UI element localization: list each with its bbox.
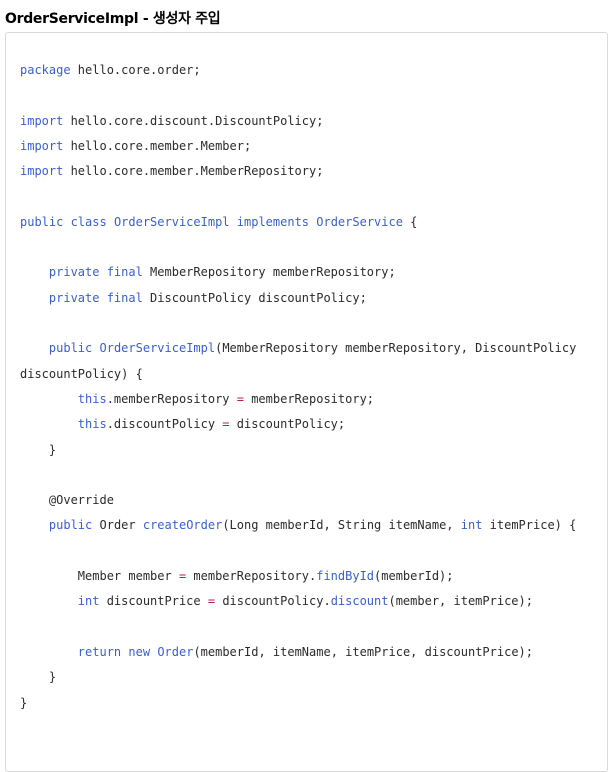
code-line: } (20, 695, 27, 711)
code-token: this (77, 417, 107, 432)
code-token: createOrder (142, 518, 223, 533)
code-token: (member, itemPrice); (388, 594, 533, 609)
code-token: discountPolicy) { (20, 366, 143, 381)
code-token: DiscountPolicy discountPolicy; (142, 290, 367, 305)
code-token: hello.core.member.Member; (63, 138, 252, 153)
code-line: public class OrderServiceImpl implements… (20, 214, 417, 230)
code-token (20, 594, 78, 608)
code-token: discountPolicy. (215, 594, 331, 609)
code-token: implements (236, 214, 310, 229)
code-token: memberRepository; (243, 391, 375, 406)
code-token: private final (48, 290, 143, 305)
code-token: memberRepository. (186, 569, 317, 583)
code-token (20, 341, 49, 355)
code-token: = (178, 569, 187, 583)
code-line: int discountPrice = discountPolicy.disco… (20, 593, 533, 609)
code-token: hello.core.discount.DiscountPolicy; (63, 113, 324, 128)
code-line: private final MemberRepository memberRep… (20, 264, 396, 280)
code-token: return (77, 644, 122, 659)
code-token: itemPrice) { (482, 518, 577, 533)
code-token: } (20, 442, 57, 457)
code-token: int (77, 594, 100, 609)
code-token: .memberRepository (106, 391, 237, 406)
code-token: findById (316, 569, 375, 583)
code-token: discount (330, 594, 389, 609)
code-token: (Long memberId, String itemName, (222, 518, 461, 533)
code-token: Member member (20, 569, 179, 583)
code-line: this.memberRepository = memberRepository… (20, 391, 374, 407)
code-token (20, 265, 49, 279)
code-token: (MemberRepository memberRepository, Disc… (215, 341, 577, 356)
code-line: discountPolicy) { (20, 366, 143, 382)
code-token: import (20, 113, 64, 128)
code-block (5, 32, 608, 772)
code-token: } (20, 670, 57, 685)
code-line: Member member = memberRepository.findByI… (20, 568, 454, 584)
code-token: OrderServiceImpl (99, 341, 216, 356)
code-token: public (48, 518, 93, 533)
code-token (20, 392, 78, 406)
code-token: @Override (20, 493, 114, 508)
code-token: (memberId); (374, 569, 454, 583)
code-token (230, 215, 237, 229)
code-token (107, 215, 114, 229)
code-line: private final DiscountPolicy discountPol… (20, 290, 367, 306)
section-heading: OrderServiceImpl - 생성자 주입 (5, 11, 221, 27)
code-token: = (236, 391, 244, 406)
code-line: } (20, 669, 56, 685)
code-token: = (207, 594, 216, 609)
code-token: .discountPolicy (106, 417, 223, 432)
code-line: return new Order(memberId, itemName, ite… (20, 644, 533, 660)
code-line: package hello.core.order; (20, 62, 201, 78)
code-token: discountPrice (99, 594, 208, 609)
code-token: = (222, 417, 230, 432)
code-line: import hello.core.member.Member; (20, 138, 251, 154)
code-line: import hello.core.discount.DiscountPolic… (20, 113, 323, 129)
code-token: private final (48, 265, 143, 280)
code-token: public class (20, 214, 107, 229)
code-token: { (402, 214, 418, 229)
code-token: (memberId, itemName, itemPrice, discount… (193, 644, 533, 659)
code-token: MemberRepository memberRepository; (142, 265, 396, 280)
code-token: package (20, 63, 71, 77)
code-line: public OrderServiceImpl(MemberRepository… (20, 340, 576, 356)
code-token: hello.core.order; (70, 63, 201, 77)
code-token (20, 417, 78, 431)
code-line: this.discountPolicy = discountPolicy; (20, 416, 345, 432)
code-line: public Order createOrder(Long memberId, … (20, 517, 576, 533)
code-token: hello.core.member.MemberRepository; (63, 164, 324, 179)
code-token: new (128, 644, 151, 659)
code-token: Order (157, 644, 194, 659)
code-line: } (20, 442, 56, 458)
code-token (20, 518, 49, 532)
code-token: OrderService (316, 214, 403, 229)
code-line: import hello.core.member.MemberRepositor… (20, 163, 323, 179)
code-token: Order (92, 518, 143, 533)
code-token: } (20, 695, 28, 710)
code-token: OrderServiceImpl (113, 214, 230, 229)
code-token: import (20, 164, 64, 179)
code-token: discountPolicy; (229, 417, 346, 432)
code-token (20, 645, 78, 659)
code-token: int (460, 518, 483, 533)
code-token (92, 341, 99, 355)
code-token: this (77, 391, 107, 406)
code-token: public (48, 341, 93, 356)
code-token (20, 291, 49, 305)
code-line: @Override (20, 492, 114, 508)
code-token: import (20, 138, 64, 153)
